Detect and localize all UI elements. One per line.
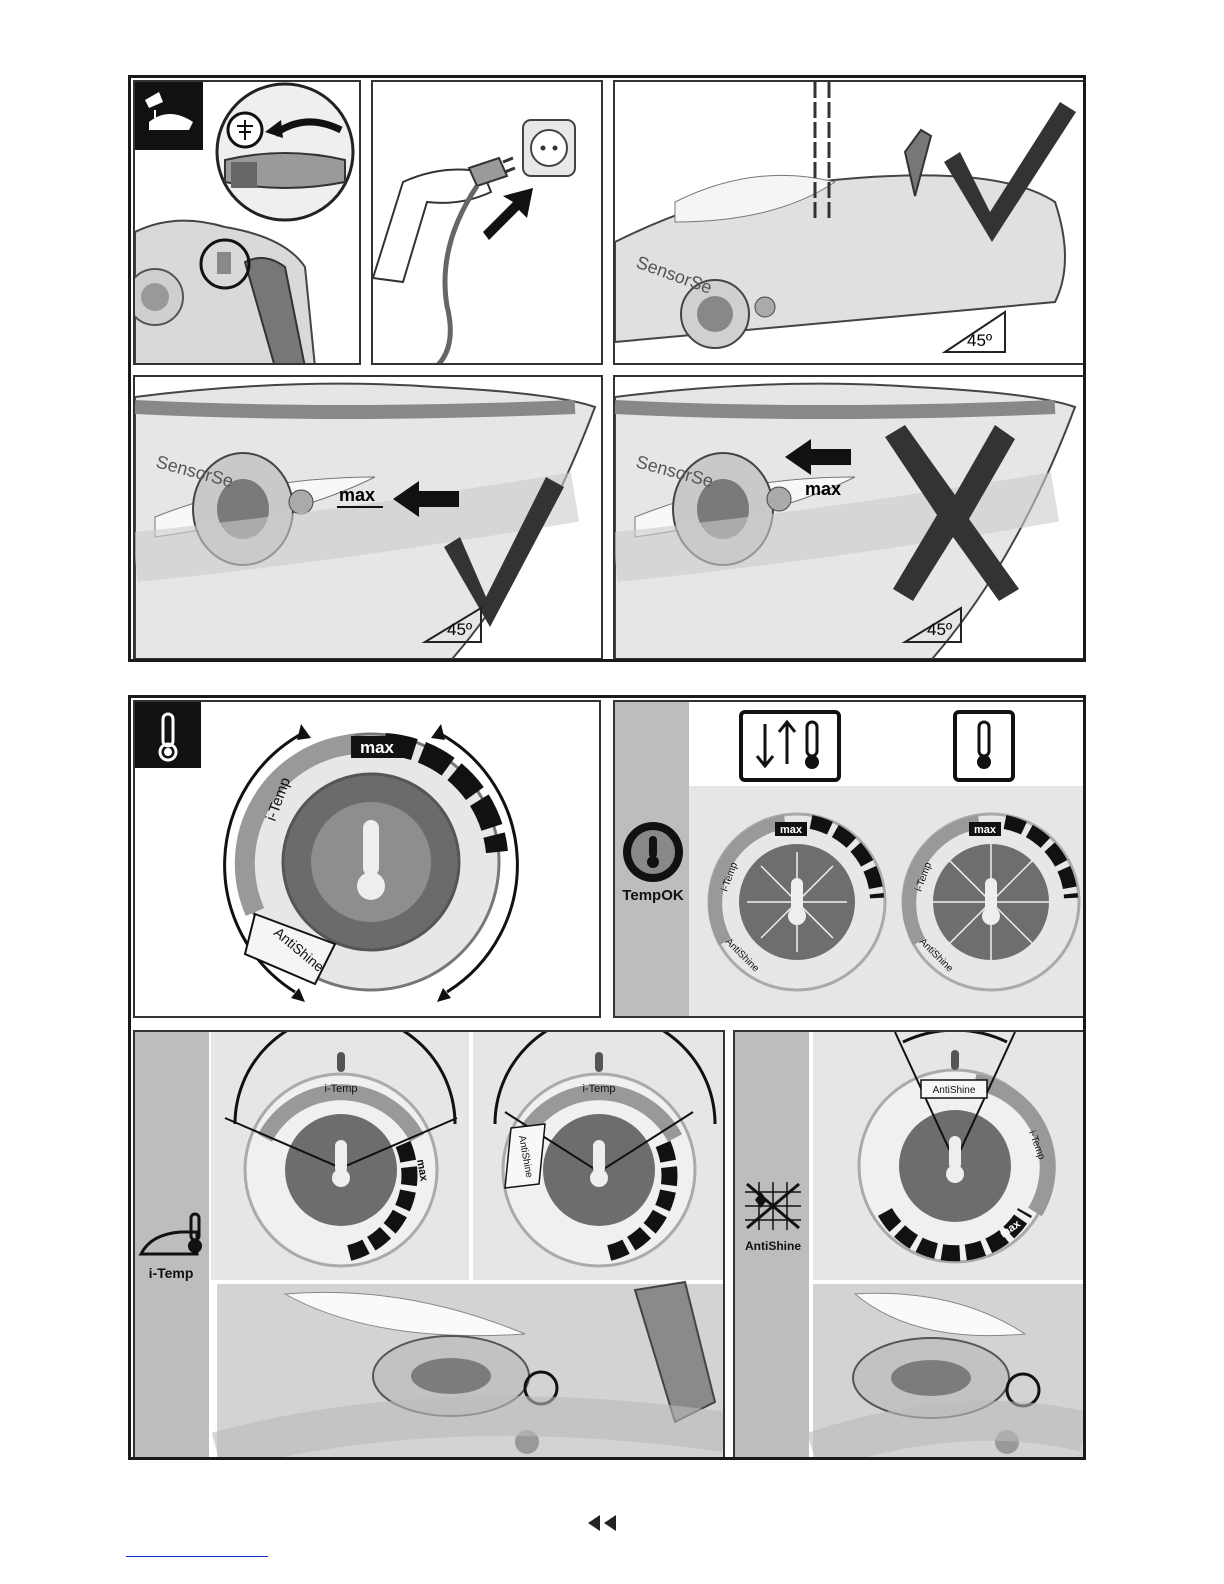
- panel-antishine: AntiShine AntiShine i-Temp max: [733, 1030, 1085, 1460]
- tempok-icon: [623, 822, 683, 882]
- max-ok-illustration: SensorSe max 45º: [135, 377, 603, 660]
- tempok-label: TempOK: [622, 887, 684, 904]
- max-wrong-illustration: SensorSe max 45º: [615, 377, 1085, 660]
- plug-icon: [469, 158, 515, 186]
- panel-plug: [371, 80, 603, 365]
- angle-label: 45º: [927, 620, 952, 639]
- itemp-label: i-Temp: [582, 1083, 615, 1095]
- plug-illustration: [373, 82, 603, 365]
- iron-thermometer-icon: [141, 1214, 202, 1254]
- panel-itemp: i-Temp i-Temp max i-Temp: [133, 1030, 725, 1460]
- footer-link-underline[interactable]: [126, 1556, 268, 1557]
- panel-fill: SensorSe 45º: [613, 80, 1085, 365]
- bottom-figure: max i-Temp AntiShine TempOK: [128, 695, 1086, 1460]
- max-label: max: [339, 485, 375, 505]
- antishine-illustration: AntiShine AntiShine i-Temp max: [735, 1032, 1085, 1460]
- antishine-label: AntiShine: [933, 1085, 976, 1096]
- antishine-section-label: AntiShine: [745, 1239, 801, 1253]
- angle-label: 45º: [447, 620, 472, 639]
- max-label: max: [974, 824, 997, 836]
- panel-tempok: TempOK max i-Temp A: [613, 700, 1085, 1018]
- antishine-icon: [745, 1182, 801, 1230]
- anticalc-illustration: [135, 82, 361, 365]
- angle-label: 45º: [967, 331, 992, 350]
- temperature-dial-illustration: max i-Temp AntiShine: [135, 702, 601, 1018]
- heating-indicator-icon: [741, 712, 839, 780]
- panel-anticalc: [133, 80, 361, 365]
- panel-max-wrong: SensorSe max 45º: [613, 375, 1085, 660]
- top-figure: SensorSe 45º SensorSe max: [128, 75, 1086, 662]
- max-label: max: [360, 738, 395, 757]
- double-left-arrow-icon[interactable]: [586, 1512, 626, 1534]
- itemp-illustration: i-Temp i-Temp max i-Temp: [135, 1032, 725, 1460]
- itemp-label: i-Temp: [324, 1083, 357, 1095]
- max-label: max: [805, 479, 841, 499]
- itemp-section-label: i-Temp: [149, 1265, 194, 1281]
- tempok-illustration: TempOK max i-Temp A: [615, 702, 1085, 1018]
- panel-temperature-dial: max i-Temp AntiShine: [133, 700, 601, 1018]
- panel-max-ok: SensorSe max 45º: [133, 375, 603, 660]
- fill-illustration: SensorSe 45º: [615, 82, 1085, 365]
- socket-icon: [523, 120, 575, 176]
- anticalc-icon: [228, 113, 262, 147]
- ready-indicator-icon: [955, 712, 1013, 780]
- max-label: max: [780, 824, 803, 836]
